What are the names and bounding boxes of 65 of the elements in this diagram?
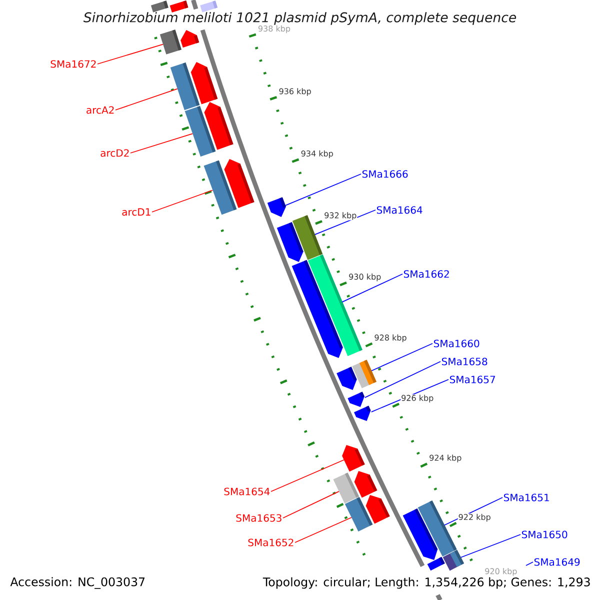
leader-line: [152, 190, 214, 212]
tick-label: 924 kbp: [428, 454, 462, 463]
leader-line: [97, 44, 164, 64]
gene-label: SMa1658: [442, 358, 488, 366]
gene-label: arcA2: [86, 106, 114, 114]
tick-label: 922 kbp: [458, 513, 492, 522]
tick-label: 930 kbp: [348, 273, 382, 282]
leader-line: [371, 343, 433, 372]
tick-label: 932 kbp: [324, 212, 358, 220]
tick-label: 920 kbp: [484, 568, 518, 576]
leader-line: [342, 274, 403, 302]
leader-line: [115, 88, 178, 110]
gene-label: SMa1649: [534, 558, 580, 566]
gene-label: SMa1672: [50, 60, 96, 68]
gene-label: arcD2: [100, 149, 129, 157]
gene-label: SMa1666: [362, 170, 408, 178]
title: Sinorhizobium meliloti 1021 plasmid pSymA, complete sequence: [83, 12, 516, 25]
gene-label: SMa1654: [224, 488, 270, 496]
leader-line: [314, 210, 376, 235]
gene-box: [184, 106, 216, 157]
gene-box: [200, 0, 218, 12]
gene-box: [427, 556, 445, 571]
gene-label: SMa1653: [236, 514, 282, 522]
gene-label: SMa1662: [404, 270, 449, 278]
gene-label: SMa1657: [450, 376, 495, 384]
gene-label: SMa1652: [248, 538, 294, 546]
gene-box: [170, 62, 200, 110]
gene-pentagon: [354, 406, 371, 421]
gene-box: [170, 0, 188, 12]
gene-pentagon: [267, 197, 286, 217]
leader-line: [460, 534, 521, 558]
gene-label: SMa1650: [522, 530, 568, 538]
gene-pentagon: [276, 222, 304, 262]
leader-line: [282, 491, 340, 518]
leader-line: [285, 174, 362, 206]
leader-line: [270, 459, 344, 492]
gene-box: [344, 497, 373, 532]
gene-pentagon: [402, 508, 438, 560]
gene-label: SMa1664: [376, 206, 422, 214]
gene-box: [150, 0, 168, 12]
tick-label: 938 kbp: [258, 24, 291, 34]
gene-pentagon: [354, 471, 378, 498]
tick-label: 936 kbp: [278, 88, 312, 96]
accession-text: Accession: NC_003037: [10, 577, 145, 589]
gene-box: [442, 550, 464, 571]
gene-label: SMa1651: [504, 494, 549, 502]
leader-line: [526, 562, 534, 566]
gene-box: [204, 160, 237, 215]
tick-label: 926 kbp: [400, 394, 434, 403]
gene-pentagon: [366, 495, 390, 524]
sequence-info-text: Topology: circular; Length: 1,354,226 bp; Genes: 1,293: [262, 577, 590, 589]
tick-label: 934 kbp: [300, 150, 334, 158]
gene-pentagon: [336, 366, 357, 390]
gene-box: [333, 472, 360, 504]
leader-line: [130, 133, 193, 154]
leader-line: [364, 361, 441, 398]
tick-label: 928 kbp: [374, 334, 408, 343]
gene-label: arcD1: [122, 208, 150, 216]
gene-pentagon: [180, 30, 200, 48]
leader-line: [294, 517, 352, 543]
gene-pentagon: [342, 445, 365, 472]
gene-label: SMa1660: [434, 340, 480, 348]
gene-pentagon: [292, 260, 343, 358]
gene-box: [160, 30, 182, 54]
gene-pentagon: [348, 392, 364, 407]
